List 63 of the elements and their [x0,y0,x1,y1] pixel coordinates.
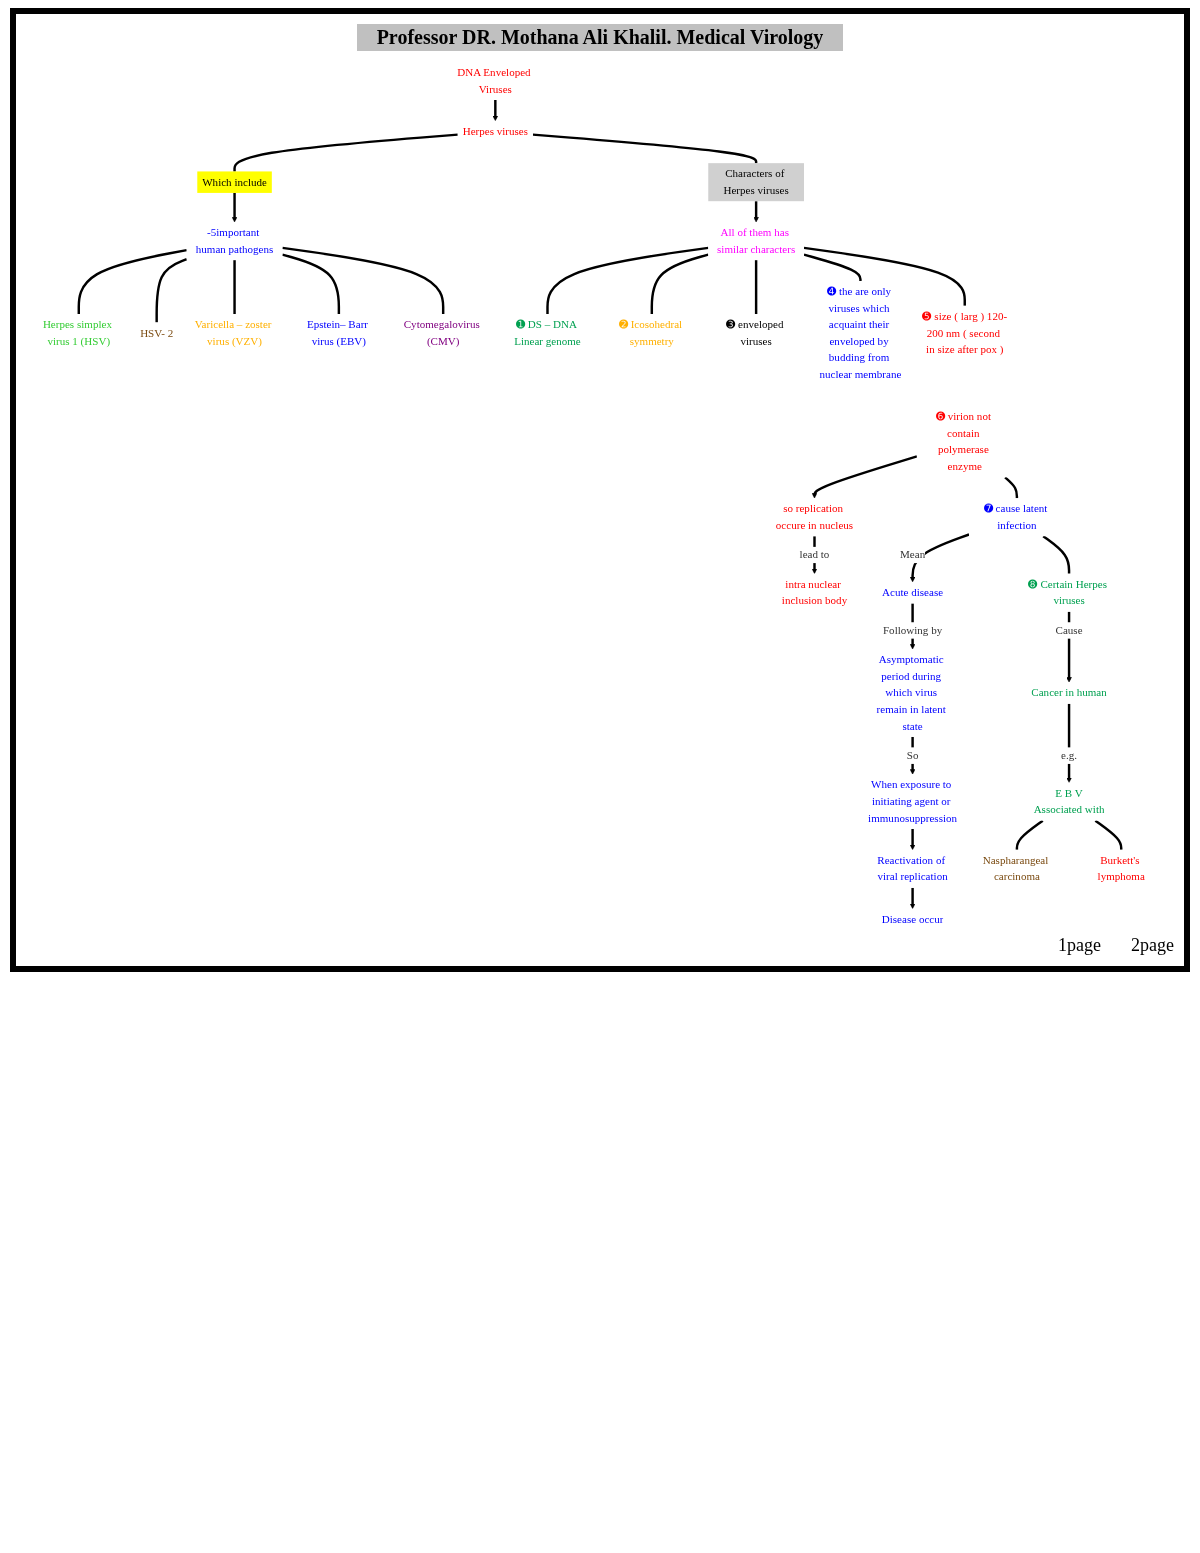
node-text: HSV- 2 [140,326,174,339]
page-number: 2page [1131,935,1174,957]
connector [546,246,709,315]
connector [803,253,862,281]
node-text: DNA Enveloped Viruses [457,66,531,96]
arrow [909,828,916,851]
connector [803,246,966,306]
node-text: Herpes viruses [462,125,529,138]
node-text: Herpes simplex virus 1 (HSV) [42,318,112,348]
node-text: Varicella – zoster virus (VZV) [194,318,272,348]
edge-label: Following by [882,623,943,637]
node-text: intra nuclear inclusion body [781,577,848,607]
node-text: -5important human pathogens [195,226,274,256]
connector [1004,476,1019,499]
arrow [811,455,918,499]
connector [650,253,709,315]
node-text: ➍ the are only viruses which acquaint their enveloped by budding from nuclear membrane [819,285,902,381]
connector [77,248,187,315]
node-text: E B V Associated with [1033,786,1105,816]
node-text: Asymptomatic period during which virus remain in latent state [876,653,946,732]
edge-label: lead to [799,548,830,561]
node-text: Acute disease [882,586,944,599]
node-text: Burkett's lymphoma [1097,854,1145,883]
node-text: so replication occure in nucleus [775,502,854,532]
node-text: Epstein– Barr virus (EBV) [306,318,368,348]
node-text: ➏ virion not contain polymerase enzyme [935,410,991,473]
connector [532,133,758,164]
node-text: ➐ cause latent infection [983,502,1048,532]
edge-label: Cause [1055,623,1083,637]
node-text: ➎ size ( larg ) 120-200 nm ( second in size after pox ) [922,310,1008,356]
arrow [909,887,916,909]
arrow [753,201,759,223]
connector [1042,535,1071,574]
node-text: Disease occur [881,912,944,926]
edge-label: e.g. [1061,749,1078,762]
node-text: ➋ Icosohedral symmetry [618,318,683,348]
node-text: ➑ Certain Herpes viruses [1028,577,1107,607]
node-text: All of them has similar characters [717,226,796,256]
edge-label: Mean [900,548,926,561]
node-text: Reactivation of viral replication [877,854,948,883]
node-box: Characters of Herpes viruses [708,163,804,202]
arrow [1066,703,1072,783]
node-text: Cytomegalovirus (CMV) [403,318,480,348]
node-text: ➌ enveloped viruses [726,318,784,348]
connector [233,133,458,172]
node-text: When exposure to initiating agent or immunosuppression [868,778,958,825]
node-text: Naspharangeal carcinoma [982,854,1049,883]
title: Professor DR. Mothana Ali Khalil. Medical Virology [356,24,844,51]
connector [282,246,445,315]
connector [233,260,236,315]
connector [754,260,758,315]
node-box: Which include [197,171,272,193]
arrow [492,99,499,122]
connector [282,253,341,315]
arrow [231,192,238,223]
edge-label: So [906,749,919,762]
connector [1094,819,1123,850]
page-number: 1page [1058,935,1101,957]
node-text: Cancer in human [1031,686,1107,699]
connector [155,258,188,323]
arrow [909,736,916,775]
connector [1015,819,1044,850]
node-text: ➊ DS – DNA Linear genome [514,318,581,348]
